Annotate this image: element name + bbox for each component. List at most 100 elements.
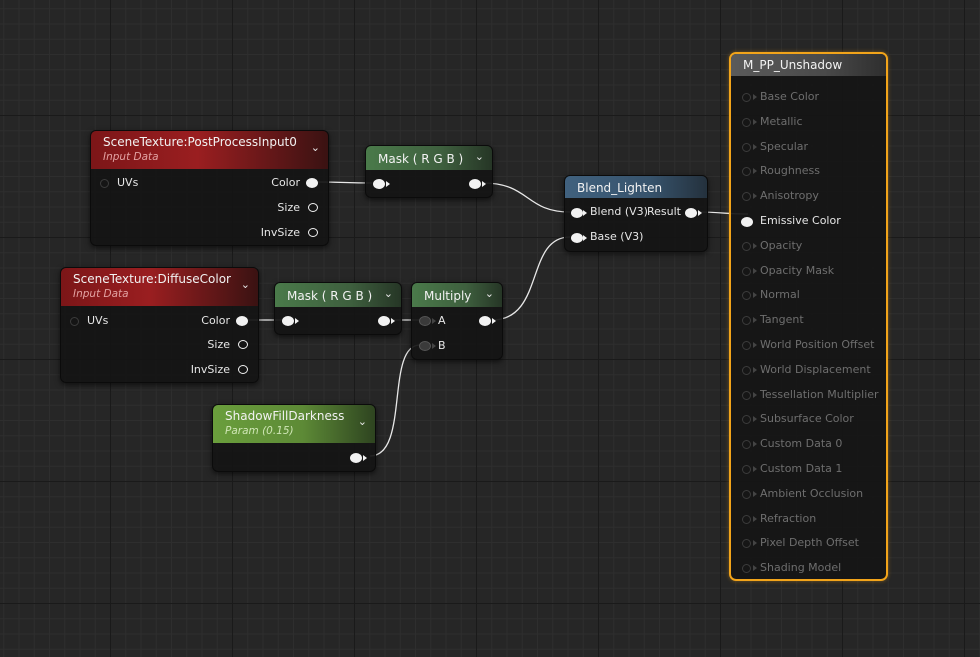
pin-label-color: Color [201, 314, 230, 327]
node-title: ShadowFillDarkness [225, 409, 345, 423]
pin-label-b: B [438, 339, 446, 352]
node-header[interactable]: ShadowFillDarkness Param (0.15) ⌄ [213, 405, 375, 443]
result-pin-label: World Displacement [760, 362, 871, 376]
invsize-output-pin[interactable] [308, 228, 318, 237]
result-input-pin[interactable] [742, 341, 751, 350]
pin-arrow [295, 318, 299, 324]
result-input-pin[interactable] [742, 415, 751, 425]
result-pin-label: Base Color [760, 90, 820, 103]
node-header[interactable]: Blend_Lighten [565, 176, 707, 198]
result-pin-label: Normal [760, 288, 800, 302]
pin-arrow [753, 317, 757, 324]
pin-arrow [753, 292, 757, 299]
pin-arrow [583, 210, 587, 216]
result-input-pin[interactable] [742, 365, 751, 375]
pin-arrow [391, 318, 395, 324]
pin-arrow [753, 565, 757, 572]
pin-arrow [753, 342, 757, 348]
shadow-fill-darkness-param-node[interactable]: ShadowFillDarkness Param (0.15) ⌄ [212, 404, 376, 472]
result-pin-label: Opacity [760, 238, 803, 252]
result-input-pin[interactable] [742, 291, 751, 301]
node-subtitle: Input Data [73, 288, 129, 300]
pin-label-size: Size [277, 201, 300, 214]
uvs-input-pin[interactable] [100, 179, 109, 188]
result-input-pin[interactable] [742, 266, 751, 276]
a-input-pin[interactable] [419, 316, 431, 326]
mask-rgb-node-bottom[interactable]: Mask ( R G B ) ⌄ [274, 282, 402, 335]
chevron-down-icon[interactable]: ⌄ [484, 287, 494, 300]
mask-input-pin[interactable] [373, 179, 385, 189]
result-input-pin[interactable] [742, 167, 751, 177]
node-title: Mask ( R G B ) [378, 152, 464, 166]
multiply-node[interactable]: Multiply ⌄ A B [411, 282, 503, 360]
mask-rgb-node-top[interactable]: Mask ( R G B ) ⌄ [365, 145, 493, 198]
result-input-pin[interactable] [742, 241, 751, 251]
result-input-pin[interactable] [742, 192, 751, 202]
node-header[interactable]: SceneTexture:DiffuseColor Input Data ⌄ [61, 268, 258, 306]
result-input-pin[interactable] [742, 117, 751, 127]
node-header[interactable]: Multiply ⌄ [412, 283, 502, 307]
node-subtitle: Param (0.15) [225, 425, 294, 437]
chevron-down-icon[interactable]: ⌄ [383, 287, 393, 300]
scene-texture-diffuse-node[interactable]: SceneTexture:DiffuseColor Input Data ⌄ U… [60, 267, 259, 383]
node-header[interactable]: SceneTexture:PostProcessInput0 Input Dat… [91, 131, 328, 169]
mask-output-pin[interactable] [469, 179, 481, 189]
mask-input-pin[interactable] [282, 316, 294, 326]
node-header[interactable]: Mask ( R G B ) ⌄ [366, 146, 492, 170]
result-input-pin[interactable] [742, 316, 751, 326]
result-output-pin[interactable] [685, 208, 697, 218]
color-output-pin[interactable] [236, 316, 248, 326]
b-input-pin[interactable] [419, 341, 431, 351]
result-pin-label: Tessellation Multiplier [760, 387, 879, 401]
result-input-pin[interactable] [742, 564, 751, 574]
result-pin-label: Shading Model [760, 561, 842, 575]
pin-arrow [753, 94, 757, 100]
pin-arrow [753, 193, 757, 200]
pin-label-invsize: InvSize [260, 226, 300, 239]
chevron-down-icon[interactable]: ⌄ [474, 150, 484, 163]
pin-arrow [753, 540, 757, 547]
pin-arrow [753, 267, 757, 274]
result-input-pin[interactable] [742, 390, 751, 400]
mask-output-pin[interactable] [378, 316, 390, 326]
pin-arrow [753, 118, 757, 125]
result-input-pin[interactable] [741, 217, 753, 227]
node-title: Mask ( R G B ) [287, 289, 373, 303]
color-output-pin[interactable] [306, 178, 318, 188]
result-input-pin[interactable] [742, 440, 751, 450]
result-input-pin[interactable] [742, 93, 751, 102]
result-input-pin[interactable] [742, 142, 751, 152]
result-input-pin[interactable] [742, 539, 751, 549]
uvs-input-pin[interactable] [70, 317, 79, 326]
node-header[interactable]: Mask ( R G B ) ⌄ [275, 283, 401, 307]
size-output-pin[interactable] [238, 340, 248, 349]
base-input-pin[interactable] [571, 233, 583, 243]
chevron-down-icon[interactable]: ⌄ [240, 278, 250, 291]
result-pin-label: Subsurface Color [760, 412, 854, 426]
invsize-output-pin[interactable] [238, 365, 248, 374]
node-title[interactable]: M_PP_Unshadow [731, 54, 886, 76]
result-pin-label: Anisotropy [760, 189, 819, 203]
result-pin-label: World Position Offset [760, 338, 875, 351]
scene-texture-postprocess-node[interactable]: SceneTexture:PostProcessInput0 Input Dat… [90, 130, 329, 246]
pin-arrow [753, 391, 757, 398]
blend-lighten-node[interactable]: Blend_Lighten Blend (V3) Result Base (V3… [564, 175, 708, 252]
pin-arrow [753, 515, 757, 522]
result-input-pin[interactable] [742, 489, 751, 499]
pin-label-size: Size [207, 338, 230, 351]
blend-input-pin[interactable] [571, 208, 583, 218]
param-output-pin[interactable] [350, 453, 362, 463]
pin-arrow [386, 181, 390, 187]
result-pin-label: Specular [760, 139, 809, 153]
pin-arrow [753, 242, 757, 249]
size-output-pin[interactable] [308, 203, 318, 212]
chevron-down-icon[interactable]: ⌄ [310, 141, 320, 154]
pin-arrow [432, 343, 436, 349]
chevron-down-icon[interactable]: ⌄ [357, 415, 367, 428]
result-pin-label: Ambient Occlusion [760, 486, 864, 500]
result-input-pin[interactable] [742, 465, 751, 474]
multiply-output-pin[interactable] [479, 316, 491, 326]
result-pin-label: Metallic [760, 114, 803, 128]
result-input-pin[interactable] [742, 514, 751, 524]
